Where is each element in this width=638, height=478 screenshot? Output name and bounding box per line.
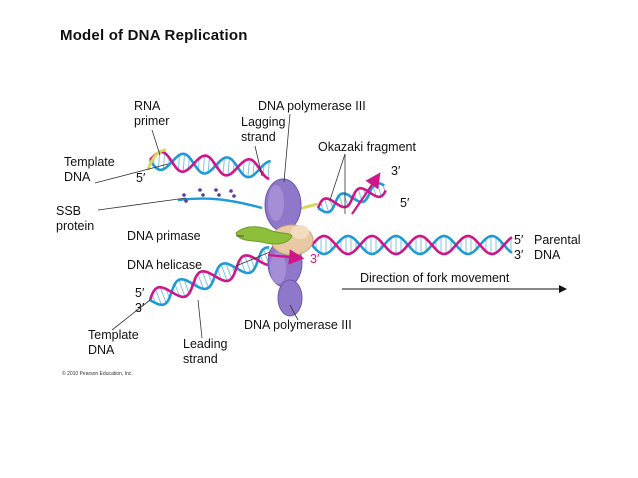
base-pair [177, 154, 180, 171]
ssb-protein-dot [232, 194, 236, 198]
dna-helicase-label: DNA helicase [127, 258, 203, 272]
fork-direction-label: Direction of fork movement [360, 271, 510, 285]
page-title: Model of DNA Replication [60, 27, 248, 44]
five-prime-okazaki-label: 5′ [400, 196, 410, 210]
base-pair [202, 155, 206, 174]
parental-dna-helix [311, 234, 513, 256]
leading-synthesis-arrow [267, 249, 305, 265]
template-dna-top-label: Template DNA [64, 155, 115, 184]
leading-strand-label: Leading strand [183, 337, 228, 366]
base-pair [343, 193, 349, 207]
lagging-template-strand [148, 152, 271, 179]
base-pair [178, 279, 186, 297]
three-prime-leading-label: 3′ [310, 252, 320, 266]
base-pair [182, 153, 186, 172]
dna-polymerase-top-label: DNA polymerase III [258, 99, 366, 113]
rna-primer-label: RNA primer [134, 99, 170, 128]
okazaki-synthesis-arrow [351, 172, 381, 215]
base-pair [267, 161, 270, 179]
leading-new-strand [148, 254, 276, 301]
base-pair [222, 157, 225, 175]
copyright-notice: © 2010 Pearson Education, Inc. [62, 371, 133, 377]
dna-primase-label: DNA primase [127, 229, 201, 243]
base-pair [197, 273, 204, 289]
ssb-protein-dot [201, 193, 205, 197]
okazaki-fragment-label: Okazaki fragment [318, 140, 416, 154]
base-pair [201, 271, 209, 288]
rna-primer-segment [146, 148, 167, 171]
base-pair [249, 255, 255, 269]
lagging-template-helix [146, 148, 271, 181]
base-pair [183, 279, 190, 294]
base-pair [227, 157, 230, 176]
ssb-protein-dot [229, 189, 233, 193]
lagging-strand-label: Lagging strand [241, 115, 286, 144]
base-pair [247, 159, 250, 178]
three-prime-okazaki-label: 3′ [391, 164, 401, 178]
base-pair [225, 263, 233, 279]
leading-template-strand [149, 246, 270, 307]
three-prime-bottom-label: 3′ [135, 301, 145, 315]
base-pair [239, 258, 246, 273]
okazaki-new-strand [316, 187, 387, 209]
ssb-protein-dot [214, 188, 218, 192]
base-pair [155, 288, 162, 305]
base-pair [338, 195, 344, 208]
base-pair [197, 158, 200, 170]
ssb-protein-dot [217, 193, 221, 197]
dna-primase-shape [235, 226, 293, 245]
dna-polymerase-bottom-label: DNA polymerase III [244, 318, 352, 332]
base-pair [159, 287, 167, 304]
ssb-protein-label: SSB protein [56, 204, 95, 233]
lagging-base-pairs [153, 152, 270, 179]
base-pair [207, 157, 210, 173]
replication-proteins [235, 178, 314, 317]
synthesis-arrows [267, 172, 381, 265]
okazaki-helix [291, 181, 387, 214]
base-pair [220, 264, 228, 282]
five-prime-parental-label: 5′ [514, 233, 524, 247]
ssb-protein-dots [182, 188, 236, 203]
leading-helix [148, 246, 276, 307]
base-pair [162, 152, 166, 170]
base-pair [207, 272, 213, 284]
leader-lines [94, 113, 346, 339]
ssb-region [177, 188, 263, 210]
five-prime-top-label: 5′ [136, 171, 146, 185]
base-pair [252, 161, 255, 176]
five-prime-bottom-label: 5′ [135, 286, 145, 300]
base-pair [242, 160, 245, 175]
three-prime-parental-label: 3′ [514, 248, 524, 262]
base-pair [217, 268, 222, 280]
parental-strand-blue [311, 234, 513, 256]
parental-dna-label: Parental DNA [534, 233, 581, 262]
lagging-new-strand [149, 150, 270, 181]
ssb-protein-dot [184, 199, 188, 203]
template-dna-bottom-label: Template DNA [88, 328, 139, 357]
base-pair [174, 283, 180, 297]
base-pair [244, 255, 252, 273]
base-pair [187, 157, 190, 170]
parental-strand-magenta [311, 234, 513, 256]
ssb-protein-dot [198, 188, 202, 192]
base-pair [324, 198, 330, 213]
ssb-protein-dot [182, 193, 186, 197]
